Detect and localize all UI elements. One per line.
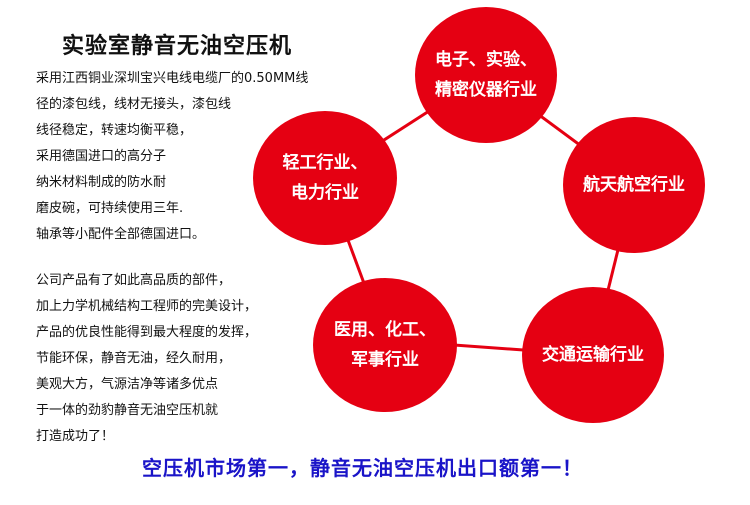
industry-node-electronics: 电子、实验、 精密仪器行业 — [415, 7, 557, 143]
spec-paragraph: 采用江西铜业深圳宝兴电线电缆厂的0.50MM线 径的漆包线，线材无接头，漆包线 … — [36, 66, 308, 248]
text-line: 径的漆包线，线材无接头，漆包线 — [36, 97, 232, 112]
slogan-banner: 空压机市场第一，静音无油空压机出口额第一！ — [142, 456, 583, 480]
summary-paragraph: 公司产品有了如此高品质的部件， 加上力学机械结构工程师的完美设计， 产品的优良性… — [36, 268, 257, 450]
text-line: 公司产品有了如此高品质的部件， — [36, 273, 232, 288]
text-line: 磨皮碗，可持续使用三年. — [36, 201, 184, 216]
product-title: 实验室静音无油空压机 — [62, 34, 293, 59]
text-line: 于一体的劲豹静音无油空压机就 — [36, 403, 219, 418]
text-line: 美观大方，气源洁净等诸多优点 — [36, 377, 219, 392]
text-line: 节能环保，静音无油，经久耐用， — [36, 351, 232, 366]
node-label: 电子、实验、 — [435, 50, 537, 70]
node-label: 医用、化工、 — [334, 320, 436, 340]
text-line: 采用江西铜业深圳宝兴电线电缆厂的0.50MM线 — [36, 71, 309, 86]
node-label: 电力行业 — [291, 183, 359, 203]
text-line: 产品的优良性能得到最大程度的发挥， — [36, 325, 258, 340]
node-label: 航天航空行业 — [583, 175, 685, 195]
node-label: 军事行业 — [351, 350, 419, 370]
industry-node-light-industry: 轻工行业、 电力行业 — [253, 111, 397, 245]
industry-node-medical-chemical: 医用、化工、 军事行业 — [313, 278, 457, 412]
text-line: 纳米材料制成的防水耐 — [36, 175, 167, 190]
text-line: 轴承等小配件全部德国进口。 — [36, 227, 206, 242]
industry-node-aerospace: 航天航空行业 — [563, 117, 705, 253]
text-line: 加上力学机械结构工程师的完美设计， — [36, 299, 258, 314]
node-label: 精密仪器行业 — [435, 80, 537, 100]
node-label: 轻工行业、 — [282, 153, 368, 173]
text-line: 线径稳定，转速均衡平稳， — [36, 123, 193, 138]
text-line: 打造成功了！ — [36, 429, 115, 444]
text-line: 采用德国进口的高分子 — [36, 149, 167, 164]
industry-node-transport: 交通运输行业 — [522, 287, 664, 423]
node-label: 交通运输行业 — [542, 345, 644, 365]
